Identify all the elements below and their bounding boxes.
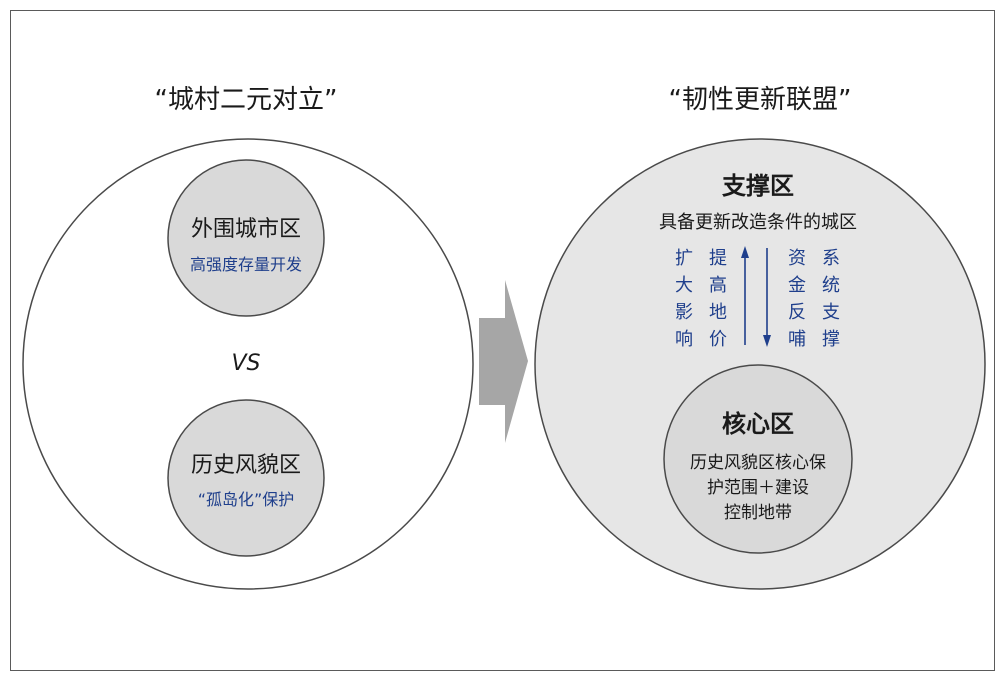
- flow-char: 响: [675, 329, 693, 350]
- core-zone-line-1: 历史风貌区核心保: [690, 453, 826, 473]
- flow-char: 价: [709, 329, 727, 350]
- lower-node-subtitle: “孤岛化”保护: [198, 490, 295, 509]
- flow-column-funding-feedback: 资 金 反 哺: [788, 248, 806, 350]
- flow-char: 哺: [788, 329, 806, 350]
- flow-char: 统: [822, 275, 840, 296]
- up-arrow: [741, 246, 749, 345]
- left-outer-circle: [22, 138, 474, 590]
- flow-char: 资: [788, 248, 806, 269]
- flow-char: 撑: [822, 329, 840, 350]
- right-outer-circle: [534, 138, 986, 590]
- vs-label: VS: [231, 351, 260, 376]
- flow-char: 金: [788, 275, 806, 296]
- flow-char: 高: [709, 275, 727, 296]
- lower-node-title: 历史风貌区: [191, 453, 301, 478]
- flow-char: 大: [675, 275, 693, 296]
- flow-column-expand-influence: 扩 大 影 响: [675, 248, 693, 350]
- core-zone-title: 核心区: [722, 410, 794, 438]
- support-zone-subtitle: 具备更新改造条件的城区: [659, 212, 857, 233]
- flow-char: 影: [675, 302, 693, 323]
- flow-char: 提: [709, 248, 727, 269]
- transition-arrow: [479, 280, 528, 443]
- down-arrow: [763, 248, 771, 347]
- flow-char: 系: [822, 248, 840, 269]
- flow-column-system-support: 系 统 支 撑: [822, 248, 840, 350]
- core-zone-line-3: 控制地带: [724, 503, 792, 523]
- flow-column-raise-land-value: 提 高 地 价: [709, 248, 727, 350]
- flow-char: 支: [822, 302, 840, 323]
- left-panel-title: “城村二元对立”: [155, 85, 338, 115]
- core-zone-circle: [663, 364, 853, 554]
- right-panel-title: “韧性更新联盟”: [669, 85, 852, 115]
- core-zone-line-2: 护范围＋建设: [707, 478, 809, 498]
- upper-node-subtitle: 高强度存量开发: [190, 255, 302, 274]
- upper-node-circle: [167, 159, 325, 317]
- flow-char: 地: [709, 302, 727, 323]
- flow-char: 扩: [675, 248, 693, 269]
- support-zone-title: 支撑区: [722, 172, 794, 200]
- flow-char: 反: [788, 302, 806, 323]
- lower-node-circle: [167, 399, 325, 557]
- upper-node-title: 外围城市区: [191, 217, 301, 242]
